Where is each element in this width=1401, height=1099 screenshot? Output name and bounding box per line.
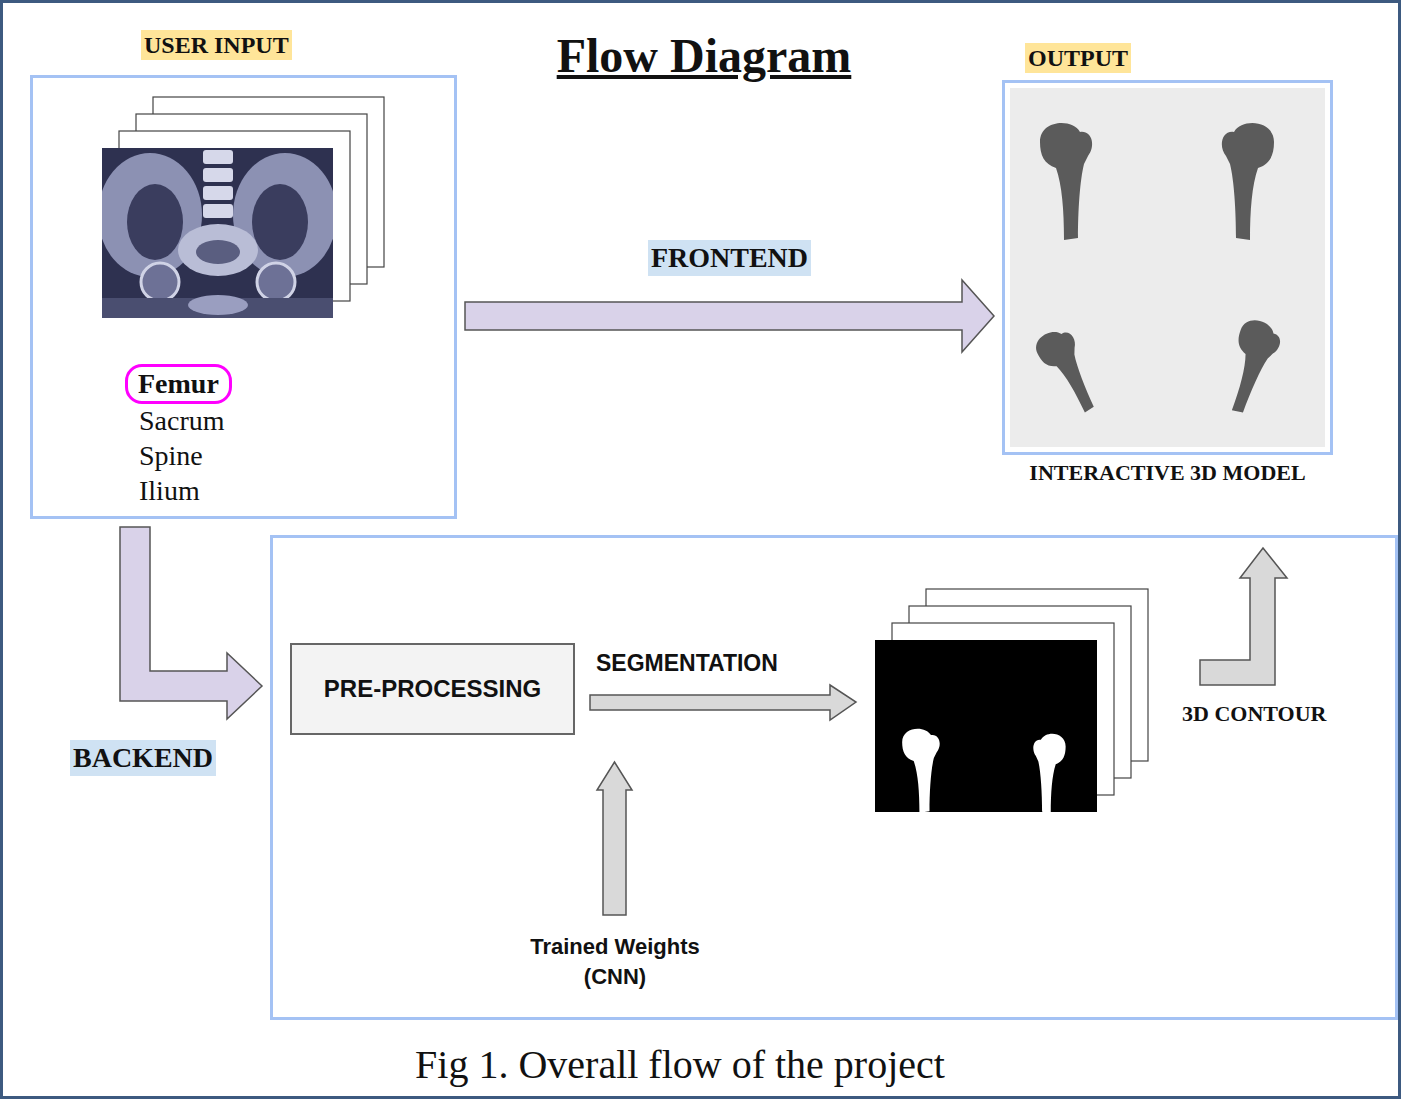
section-heading: BACKEND: [70, 740, 216, 776]
process-arrow: [1200, 548, 1287, 685]
text-slot: FRONTEND: [648, 240, 811, 276]
mask-stack: [875, 640, 1097, 812]
input-label: Trained Weights (CNN): [515, 932, 715, 992]
process-box: PRE-PROCESSING: [290, 643, 575, 735]
text-slot: 3D CONTOUR: [1182, 700, 1326, 728]
mri-image: [203, 186, 233, 200]
text-slot: SEGMENTATION: [596, 648, 778, 678]
mri-image: [127, 184, 183, 260]
process-arrow: [597, 762, 632, 915]
femur-model: [1032, 324, 1105, 420]
output-panel-ground: [1010, 88, 1325, 447]
mri-image: [178, 224, 258, 276]
mask-stack: [902, 729, 940, 813]
output-panel-ground: [1010, 88, 1325, 447]
femur-model: [1032, 123, 1286, 420]
connector-label: FRONTEND: [648, 240, 811, 276]
text-slot: Fig 1. Overall flow of the project: [230, 1040, 1130, 1090]
mri-image: [203, 150, 233, 164]
option-item: Ilium: [139, 474, 200, 508]
mri-image: [203, 204, 233, 218]
process-label: PRE-PROCESSING: [324, 674, 541, 704]
text-slot: OUTPUT: [1025, 43, 1131, 73]
text-slot: Ilium: [139, 474, 200, 508]
figure-caption: Fig 1. Overall flow of the project: [230, 1040, 1130, 1090]
section-heading: OUTPUT: [1025, 43, 1131, 73]
block-arrow: [465, 280, 994, 352]
text-slot: Femur: [125, 364, 232, 404]
femur-model: [1214, 316, 1285, 418]
text-slot: BACKEND: [70, 740, 216, 776]
mri-image: [203, 168, 233, 182]
femur-model: [1222, 123, 1274, 240]
text-slot: INTERACTIVE 3D MODEL: [945, 459, 1390, 487]
option-item: Spine: [139, 439, 203, 473]
text-slot: Spine: [139, 439, 203, 473]
text-slot: USER INPUT: [141, 30, 292, 60]
block-arrow: [120, 527, 262, 719]
mask-stack: [875, 589, 1148, 813]
process-arrow: [590, 685, 856, 720]
selected-option: Femur: [125, 364, 232, 404]
step-label: 3D CONTOUR: [1182, 700, 1326, 728]
mri-image: [196, 240, 240, 264]
mri-image: [102, 148, 333, 318]
section-heading: USER INPUT: [141, 30, 292, 60]
text-slot: Sacrum: [139, 404, 225, 438]
femur-model: [1040, 123, 1092, 240]
input-panel: USER INPUTFemurSacrumSpineIlium: [30, 75, 457, 519]
text-slot: Trained Weights (CNN): [515, 932, 715, 992]
mask-stack: [1033, 734, 1065, 813]
process-arrow: [590, 548, 1287, 915]
mri-image: [188, 295, 248, 315]
step-label: SEGMENTATION: [596, 648, 778, 678]
output-panel: OUTPUTINTERACTIVE 3D MODEL: [1002, 80, 1333, 455]
mri-image: [257, 263, 295, 301]
option-item: Sacrum: [139, 404, 225, 438]
mri-image: [141, 263, 179, 301]
output-caption: INTERACTIVE 3D MODEL: [1029, 459, 1305, 487]
backend-panel: BACKENDPRE-PROCESSING: [270, 535, 1398, 1020]
mri-image: [252, 184, 308, 260]
